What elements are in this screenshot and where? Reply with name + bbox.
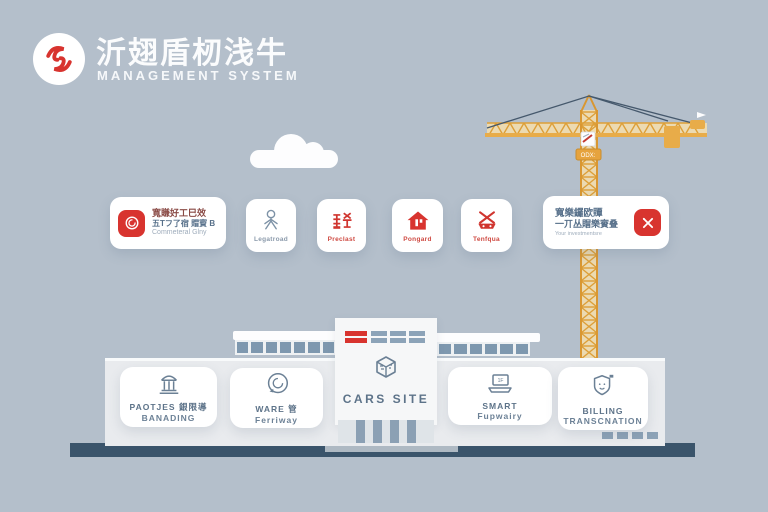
tower-signage: [345, 331, 425, 343]
card-line1: PAOTJES 銀限導: [129, 402, 208, 412]
window-band-left: [235, 340, 336, 355]
crane-cable-right: [588, 95, 701, 126]
building-card-ware-ferriway: WARE 管 Ferriway: [230, 368, 323, 428]
crane-cab: [575, 148, 602, 161]
seal-glyph-icon: [332, 212, 352, 229]
entrance-step: [325, 444, 458, 452]
laptop-icon: 1F: [488, 374, 512, 393]
card-line2: 一丌丛賵樂賨叠: [555, 219, 619, 230]
card-line3: Your investmentsre: [555, 230, 602, 237]
feature-card-invest: 寬樂鑼欧贉 一丌丛賵樂賨叠 Your investmentsre: [543, 196, 669, 249]
card-line1: SMART: [482, 401, 518, 411]
cloud-shape: [250, 134, 338, 168]
logo-mark: [33, 33, 85, 85]
feature-card-house: Pongard: [392, 199, 443, 252]
building-card-billing-transcnation: BILLING TRANSCNATION: [558, 367, 648, 430]
card-line1: 寬賺好工巳效: [152, 208, 207, 218]
card-line2: Fupwairy: [477, 411, 523, 421]
bank-icon: [159, 375, 178, 395]
logo-title: 沂翅盾杒浅牛: [96, 37, 288, 70]
person-icon: [264, 209, 278, 230]
card-line2: Ferriway: [255, 415, 298, 425]
card-line1: WARE 管: [255, 404, 298, 414]
feature-card-person: Legatroad: [246, 199, 296, 252]
card-line2: 五Tフ了宿 賵賨 B: [152, 219, 216, 229]
crane-jib-tip: [690, 120, 705, 129]
crossed-tools-vehicle-icon: [477, 211, 496, 229]
building-small-windows: [602, 432, 658, 439]
card-label: Legatroad: [253, 236, 289, 243]
feature-card-machine: Tenfqua: [461, 199, 512, 252]
card-label: Tenfqua: [473, 236, 500, 243]
shield-icon: [593, 374, 614, 395]
logo-subtitle: MANAGEMENT SYSTEM: [97, 68, 300, 83]
disc-icon: [267, 373, 288, 394]
crane-cab-text: ODX:: [581, 153, 596, 159]
roof-slab-right: [435, 333, 540, 342]
feature-card-seal: Preclast: [317, 199, 366, 252]
svg-text:1F: 1F: [498, 378, 504, 384]
building-center-tower: CARS SITE: [335, 318, 437, 425]
house-icon: [407, 211, 428, 230]
building-entrance: [338, 420, 434, 443]
card-line2: BANADING: [141, 413, 196, 423]
crane-counterweight: [664, 126, 680, 148]
swirl-badge-icon: [118, 209, 145, 237]
card-title: CARS SITE: [342, 392, 430, 406]
swirl-s-logo-icon: [46, 46, 72, 72]
crane-flag: [697, 112, 706, 118]
card-label: Pongard: [403, 236, 432, 243]
feature-card-commercial: 寬賺好工巳效 五Tフ了宿 賵賨 B Commeteral Glny: [110, 197, 226, 249]
crossed-x-badge-icon: [634, 209, 661, 236]
building-card-smart-fupwairy: 1F SMART Fupwairy: [448, 367, 552, 425]
building-card-project-banading: PAOTJES 銀限導 BANADING: [120, 367, 217, 427]
card-line1: 寬樂鑼欧贉: [555, 207, 603, 219]
roof-slab-left: [233, 331, 338, 340]
card-label: Preclast: [327, 236, 356, 243]
building-card-cars-site: CARS SITE: [335, 352, 437, 406]
card-line3: Commeteral Glny: [152, 229, 207, 237]
cube-icon: [376, 356, 396, 378]
card-line1: BILLING: [582, 405, 624, 416]
window-band-right: [437, 342, 530, 356]
card-line2: TRANSCNATION: [563, 415, 643, 426]
